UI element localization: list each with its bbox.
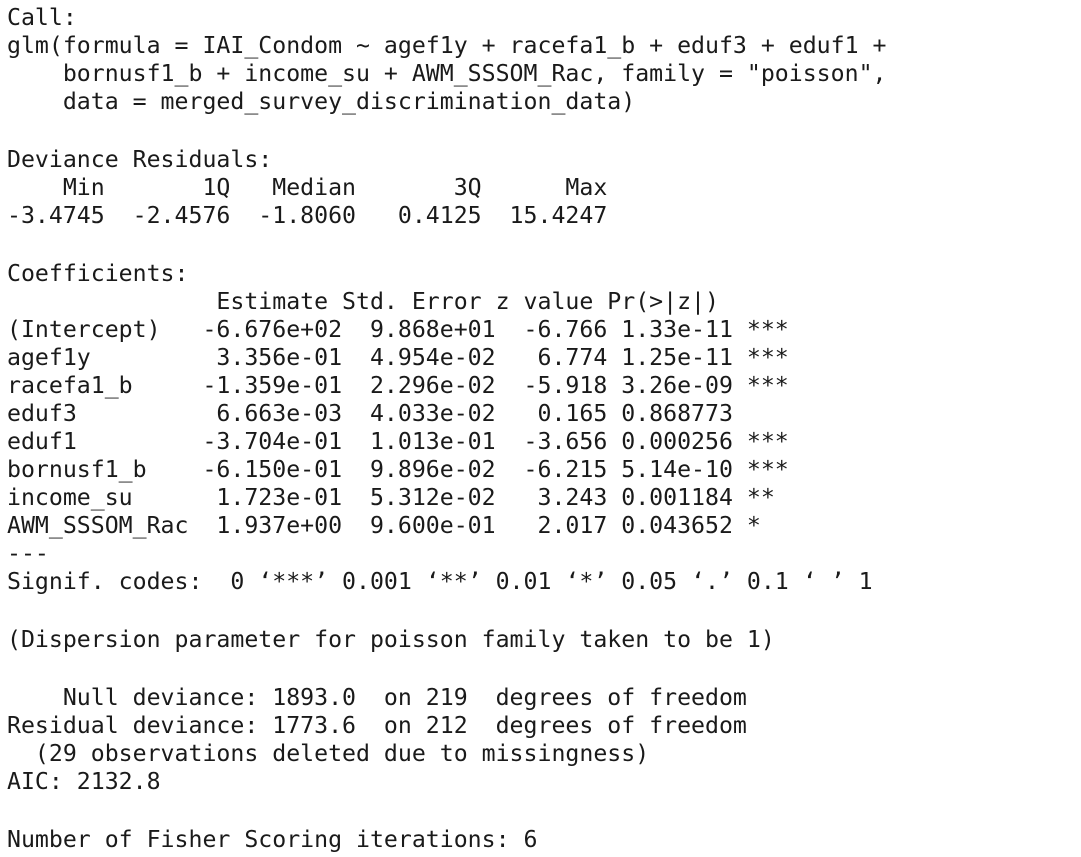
null-deviance: Null deviance: 1893.0 on 219 degrees of … xyxy=(7,684,747,711)
coefficient-row: (Intercept) -6.676e+02 9.868e+01 -6.766 … xyxy=(7,316,789,343)
coefficient-row: racefa1_b -1.359e-01 2.296e-02 -5.918 3.… xyxy=(7,372,789,399)
coefficient-row: eduf3 6.663e-03 4.033e-02 0.165 0.868773 xyxy=(7,400,789,427)
residual-deviance: Residual deviance: 1773.6 on 212 degrees… xyxy=(7,712,747,739)
deviance-residuals-values: -3.4745 -2.4576 -1.8060 0.4125 15.4247 xyxy=(7,202,608,229)
call-header: Call: xyxy=(7,4,77,31)
call-formula-line-1: glm(formula = IAI_Condom ~ agef1y + race… xyxy=(7,32,887,59)
coefficient-row: bornusf1_b -6.150e-01 9.896e-02 -6.215 5… xyxy=(7,456,789,483)
coefficient-row: AWM_SSSOM_Rac 1.937e+00 9.600e-01 2.017 … xyxy=(7,512,789,539)
deviance-residuals-header: Deviance Residuals: xyxy=(7,146,273,173)
signif-codes-legend: Signif. codes: 0 ‘***’ 0.001 ‘**’ 0.01 ‘… xyxy=(7,568,873,595)
coefficient-row: eduf1 -3.704e-01 1.013e-01 -3.656 0.0002… xyxy=(7,428,789,455)
separator-line: --- xyxy=(7,540,49,567)
fisher-scoring-iterations: Number of Fisher Scoring iterations: 6 xyxy=(7,826,538,853)
coefficient-row: income_su 1.723e-01 5.312e-02 3.243 0.00… xyxy=(7,484,789,511)
call-formula-line-2: bornusf1_b + income_su + AWM_SSSOM_Rac, … xyxy=(7,60,887,87)
dispersion-note: (Dispersion parameter for poisson family… xyxy=(7,626,775,653)
missingness-note: (29 observations deleted due to missingn… xyxy=(7,740,650,767)
aic-value: AIC: 2132.8 xyxy=(7,768,161,795)
coefficients-header: Coefficients: xyxy=(7,260,189,287)
coefficients-column-header: Estimate Std. Error z value Pr(>|z|) xyxy=(7,288,775,315)
deviance-residuals-labels: Min 1Q Median 3Q Max xyxy=(7,174,608,201)
coefficient-row: agef1y 3.356e-01 4.954e-02 6.774 1.25e-1… xyxy=(7,344,789,371)
call-formula-line-3: data = merged_survey_discrimination_data… xyxy=(7,88,636,115)
